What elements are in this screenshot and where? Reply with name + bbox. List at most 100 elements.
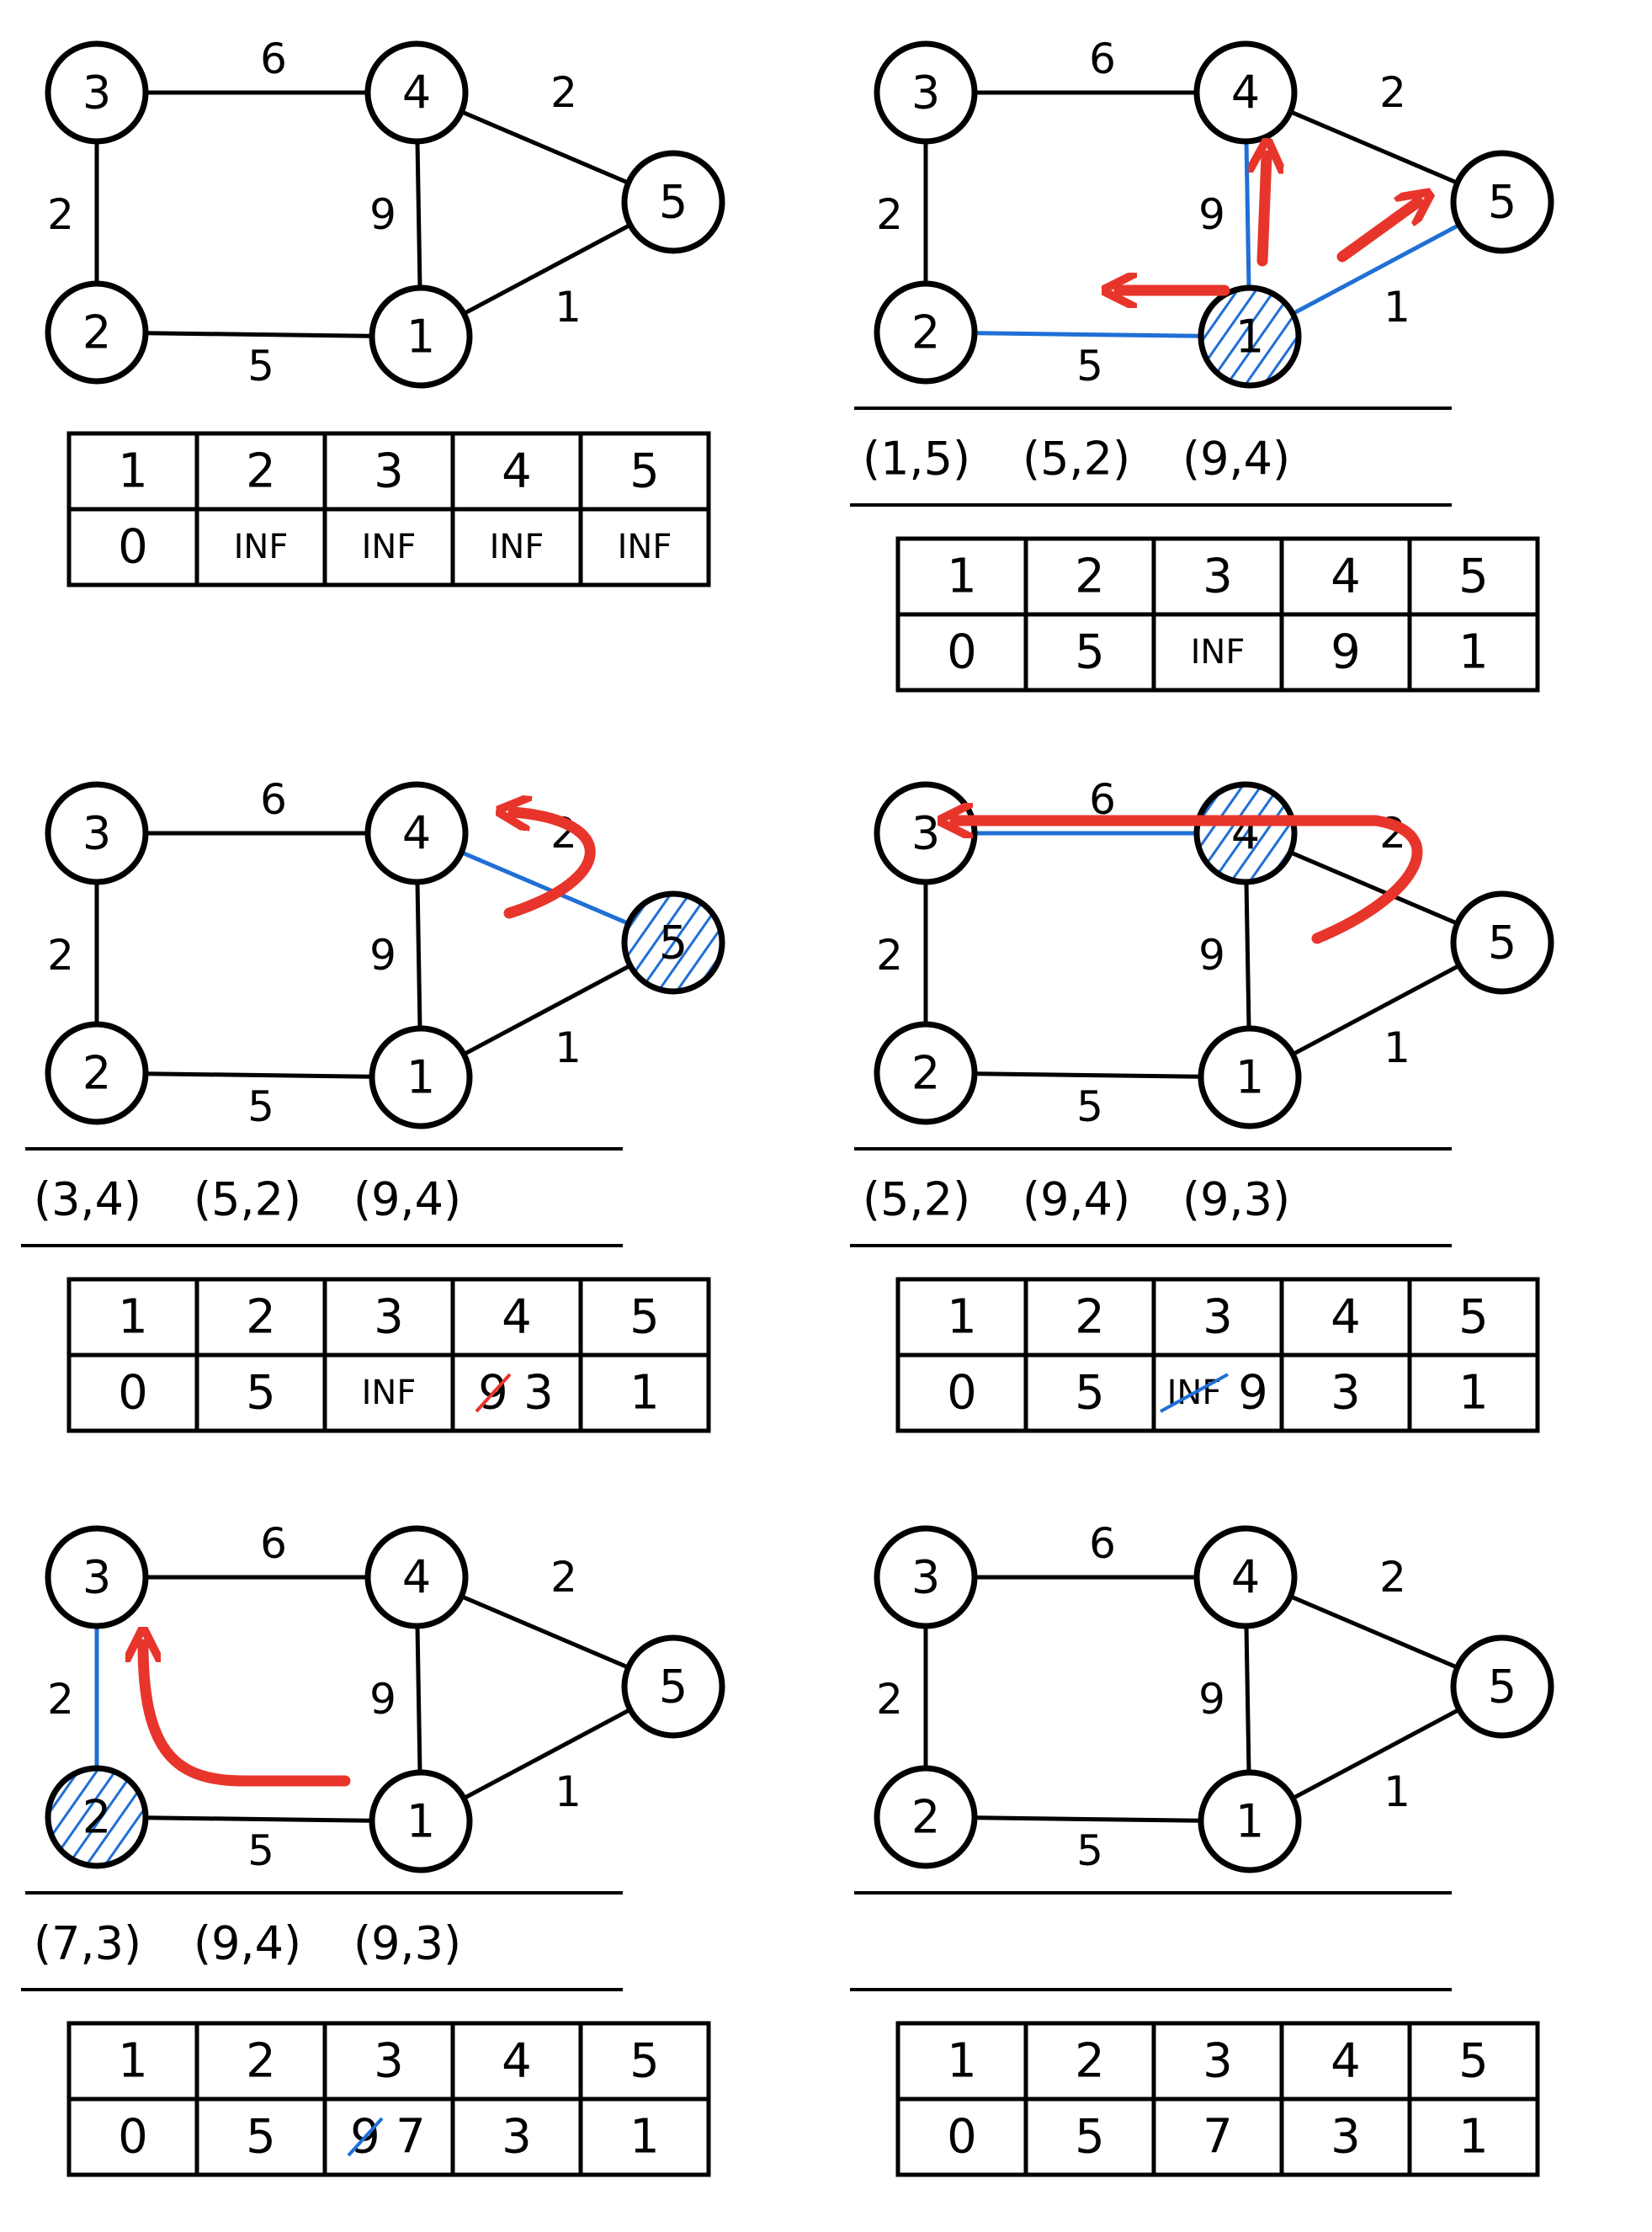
distance-cell: 0 [947, 1366, 977, 1421]
node-3: 3 [45, 781, 149, 885]
table-header-cell: 2 [1075, 550, 1105, 604]
edge-weight-label: 9 [369, 931, 396, 980]
edge-weight-label: 2 [1379, 1553, 1406, 1602]
distance-cell: INF [1191, 633, 1246, 672]
queue-entry: (3,4) [34, 1173, 141, 1226]
distance-cell: 0 [947, 625, 977, 680]
node-3: 3 [874, 1525, 978, 1629]
red-arrow [955, 821, 1423, 944]
edge-weight-label: 5 [1076, 342, 1103, 391]
red-arrow [509, 812, 596, 919]
distance-cell: INF [234, 528, 289, 566]
node-1: 1 [1198, 1769, 1302, 1873]
table-header-cell: 4 [502, 444, 532, 499]
edge-2-1 [94, 330, 423, 339]
edge-weight-label: 9 [369, 190, 396, 239]
edge-weight-label: 2 [47, 931, 74, 980]
distance-cell: 3 [1331, 1366, 1361, 1421]
node-4: 4 [1193, 781, 1298, 885]
node-5: 5 [621, 1634, 725, 1739]
edge-weight-label: 2 [47, 190, 74, 239]
distance-cell: 1 [629, 1366, 660, 1421]
node-label: 5 [659, 176, 688, 229]
edge-weight-label: 2 [1379, 68, 1406, 117]
edge-weight-label: 2 [876, 1675, 903, 1724]
table-header-cell: 5 [629, 444, 660, 499]
node-1: 1 [369, 1025, 473, 1129]
table-header-cell: 5 [629, 1290, 660, 1345]
table-header-cell: 4 [1331, 550, 1361, 604]
distance-cell: 0 [118, 520, 148, 575]
node-label: 4 [1231, 66, 1260, 120]
distance-cell: 1 [1458, 625, 1489, 680]
table-header-cell: 5 [1458, 2034, 1489, 2089]
node-3: 3 [874, 781, 978, 885]
table-header-cell: 2 [1075, 2034, 1105, 2089]
edge-2-1 [923, 1071, 1252, 1080]
distance-cell: INF [362, 1374, 417, 1412]
node-1: 1 [369, 284, 473, 389]
distance-cell: 3 [1331, 2110, 1361, 2165]
edge-weight-label: 2 [550, 1553, 577, 1602]
table-header-cell: 1 [118, 2034, 148, 2089]
edge-2-1 [94, 1071, 423, 1080]
distance-cell: 5 [246, 2110, 276, 2165]
table-header-cell: 3 [374, 444, 404, 499]
queue-entry: (5,2) [194, 1173, 301, 1226]
table-header-cell: 4 [1331, 2034, 1361, 2089]
table-header-cell: 2 [246, 1290, 276, 1345]
node-label: 1 [406, 311, 435, 364]
edge-weight-label: 9 [1198, 190, 1225, 239]
node-label: 4 [402, 807, 431, 860]
edge-weight-label: 5 [1076, 1826, 1103, 1875]
table-header-cell: 5 [629, 2034, 660, 2089]
distance-cell: 5 [1075, 625, 1105, 680]
queue-entry: (5,2) [863, 1173, 970, 1226]
queue-entry: (9,4) [353, 1173, 461, 1226]
queue-entry: (1,5) [863, 433, 970, 486]
node-label: 5 [1488, 1661, 1517, 1714]
red-arrow [1336, 202, 1418, 263]
node-label: 1 [406, 1795, 435, 1848]
node-label: 4 [402, 1551, 431, 1604]
node-label: 3 [82, 807, 111, 860]
table-header-cell: 1 [947, 2034, 977, 2089]
edge-weight-label: 1 [1384, 1767, 1410, 1816]
node-label: 2 [82, 306, 111, 359]
table-header-cell: 4 [1331, 1290, 1361, 1345]
node-3: 3 [874, 40, 978, 145]
node-label: 5 [659, 1661, 688, 1714]
node-5: 5 [1450, 1634, 1554, 1739]
table-header-cell: 1 [118, 444, 148, 499]
node-label: 5 [659, 917, 688, 970]
red-arrow [1262, 156, 1267, 267]
table-header-cell: 5 [1458, 550, 1489, 604]
edge-weight-label: 1 [555, 1767, 582, 1816]
queue-entry: (7,3) [34, 1917, 141, 1970]
table-header-cell: 3 [1203, 2034, 1233, 2089]
node-label: 1 [406, 1051, 435, 1104]
distance-new-value: 7 [396, 2110, 426, 2165]
node-label: 3 [911, 66, 940, 120]
red-arrow [143, 1645, 351, 1787]
table-header-cell: 2 [246, 2034, 276, 2089]
distance-cell: 0 [947, 2110, 977, 2165]
table-header-cell: 3 [1203, 1290, 1233, 1345]
node-4: 4 [364, 1525, 469, 1629]
distance-cell: 5 [246, 1366, 276, 1421]
distance-cell: 0 [118, 1366, 148, 1421]
edge-weight-label: 2 [550, 68, 577, 117]
node-label: 3 [911, 807, 940, 860]
table-header-cell: 1 [118, 1290, 148, 1345]
distance-cell: 3 [502, 2110, 532, 2165]
edge-weight-label: 6 [260, 775, 287, 824]
table-header-cell: 4 [502, 2034, 532, 2089]
